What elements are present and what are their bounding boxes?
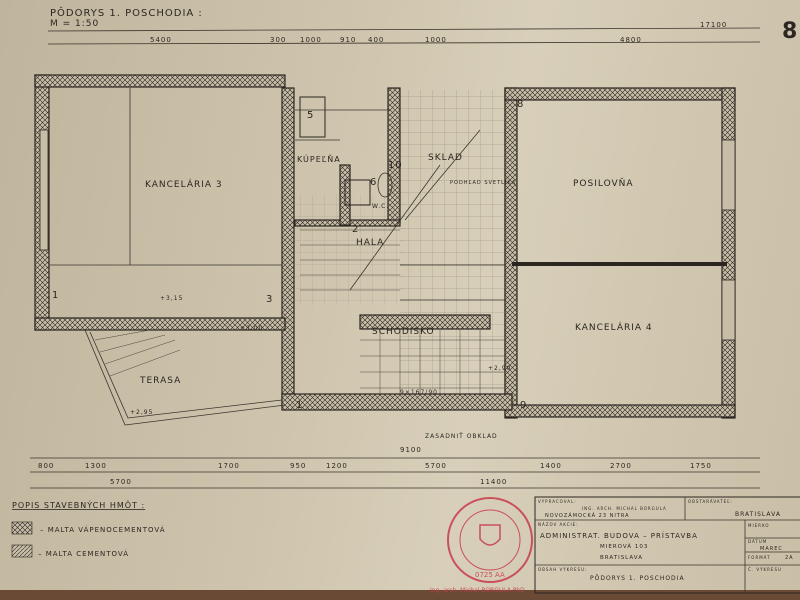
legend-title: POPIS STAVEBNÝCH HMÔT : bbox=[12, 499, 145, 510]
dim-label: 800 bbox=[38, 462, 54, 470]
date: MAREC bbox=[760, 546, 783, 552]
dim-label: 4800 bbox=[620, 36, 642, 44]
dim-label: 9100 bbox=[400, 446, 422, 454]
dim-label: 1750 bbox=[690, 462, 712, 470]
date-label: DÁTUM bbox=[748, 539, 767, 544]
annotation: PODHĽAD SVETLÍKA bbox=[450, 179, 516, 186]
annotation: 9×167/90 bbox=[400, 389, 438, 396]
stairs bbox=[300, 229, 505, 394]
room-number: 1 bbox=[52, 290, 59, 301]
room-number: 3 bbox=[266, 294, 273, 305]
dim-label: 1000 bbox=[300, 36, 322, 44]
room-number: 2 bbox=[352, 224, 359, 235]
project-address: MIEROVÁ 103 bbox=[600, 543, 648, 550]
room-number: 8 bbox=[517, 99, 524, 110]
annotation: +3,00 bbox=[240, 325, 263, 332]
scale-label: MIERKO bbox=[748, 523, 770, 528]
annotation: +2,90 bbox=[488, 365, 511, 372]
dim-label: 1700 bbox=[218, 462, 240, 470]
client-label: OBSTARÁVATEĽ: bbox=[688, 499, 733, 504]
legend-item: – MALTA VÁPENOCEMENTOVÁ bbox=[40, 525, 166, 534]
annotation: +2,95 bbox=[130, 409, 153, 416]
annotation: +3,15 bbox=[160, 295, 183, 302]
client: BRATISLAVA bbox=[735, 511, 781, 518]
dim-label: 1400 bbox=[540, 462, 562, 470]
room-sklad: SKLAD bbox=[428, 153, 463, 163]
legend-item: – MALTA CEMENTOVÁ bbox=[38, 549, 129, 558]
annotations: PODHĽAD SVETLÍKA ZASADNIŤ OBKLAD 9×167/9… bbox=[130, 179, 516, 440]
room-number: 9 bbox=[520, 400, 527, 411]
project-city: BRATISLAVA bbox=[600, 555, 643, 561]
annotation: ZASADNIŤ OBKLAD bbox=[425, 432, 498, 440]
stamp-id: 0725 AA bbox=[475, 571, 505, 579]
legend: POPIS STAVEBNÝCH HMÔT : – MALTA VÁPENOCE… bbox=[11, 499, 166, 558]
room-number: 6 bbox=[370, 177, 377, 188]
designer-stamp: Ing. arch. Michal BORGULA PhD 0725 AA bbox=[430, 497, 533, 594]
dim-label: 1300 bbox=[85, 462, 107, 470]
drawing-scale: M = 1:50 bbox=[50, 19, 99, 29]
format: 2A bbox=[785, 555, 794, 561]
stamp-text: Ing. arch. Michal BORGULA PhD bbox=[430, 587, 525, 594]
designer: ING. ARCH. MICHAL BORGULA bbox=[582, 506, 667, 511]
dim-label: 11400 bbox=[480, 478, 507, 486]
room-kancelaria-3: KANCELÁRIA 3 bbox=[145, 178, 223, 190]
sheet-number: 8 bbox=[782, 19, 798, 44]
title-block: VYPRACOVAL: ING. ARCH. MICHAL BORGULA NO… bbox=[534, 496, 800, 594]
room-kupelna: KÚPEĽŇA bbox=[297, 153, 341, 164]
dim-label: 1200 bbox=[326, 462, 348, 470]
room-number: 5 bbox=[307, 110, 314, 121]
room-schodisko: SCHODISKO bbox=[372, 327, 435, 337]
room-terasa: TERASA bbox=[139, 376, 181, 386]
room-kancelaria-4: KANCELÁRIA 4 bbox=[575, 321, 653, 333]
dim-label: 950 bbox=[290, 462, 306, 470]
designer-address: NOVOZÁMOCKÁ 23 NITRA bbox=[545, 512, 630, 519]
drawing-name: PÔDORYS 1. POSCHODIA bbox=[590, 575, 685, 582]
dim-label: 300 bbox=[270, 36, 286, 44]
project-label: NÁZOV AKCIE: bbox=[538, 522, 579, 527]
legend-swatch-cross bbox=[11, 521, 33, 535]
room-hala: HALA bbox=[356, 238, 384, 248]
drawing-label: OBSAH VÝKRESU: bbox=[538, 567, 587, 572]
dim-label: 2700 bbox=[610, 462, 632, 470]
dim-label: 5700 bbox=[110, 478, 132, 486]
designer-label: VYPRACOVAL: bbox=[538, 499, 577, 504]
drawing-title: PÔDORYS 1. POSCHODIA : bbox=[50, 6, 203, 19]
dim-label: 1000 bbox=[425, 36, 447, 44]
bottom-dimensions: 800 1300 1700 950 1200 5700 1400 2700 17… bbox=[30, 446, 760, 489]
project-name: ADMINISTRAT. BUDOVA – PRÍSTAVBA bbox=[540, 531, 698, 540]
room-posilovna: POSILOVŇA bbox=[573, 178, 634, 189]
format-label: FORMÁT bbox=[748, 555, 771, 560]
legend-swatch-diagonal bbox=[11, 544, 33, 558]
room-number: 1 bbox=[296, 400, 303, 411]
dim-label: 5400 bbox=[150, 36, 172, 44]
dim-label: 5700 bbox=[425, 462, 447, 470]
room-labels: KANCELÁRIA 3 KÚPEĽŇA SKLAD POSILOVŇA W.C… bbox=[52, 99, 653, 411]
room-number: 10 bbox=[388, 160, 403, 171]
dim-label: 400 bbox=[368, 36, 384, 44]
dim-label: 910 bbox=[340, 36, 356, 44]
drawing-number-label: Č. VÝKRESU bbox=[748, 567, 782, 572]
top-dimensions: 17100 5400 300 1000 910 400 1000 4800 bbox=[47, 21, 761, 45]
overall-dimension: 17100 bbox=[700, 21, 727, 29]
room-wc: W.C. bbox=[372, 203, 389, 210]
